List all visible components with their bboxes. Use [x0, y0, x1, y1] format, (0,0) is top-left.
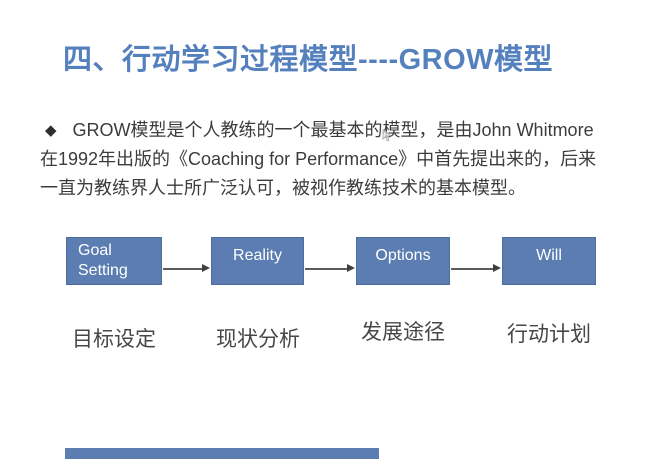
mouse-cursor-icon: [382, 127, 393, 147]
label-goal-setting-zh: 目标设定: [72, 328, 156, 351]
arrow-head: [493, 264, 501, 272]
label-will-zh: 行动计划: [507, 323, 591, 346]
slide-title: 四、行动学习过程模型----GROW模型: [63, 44, 554, 76]
arrow-head: [202, 264, 210, 272]
flow-box-goal-setting: Goal Setting: [66, 237, 162, 285]
arrow-right-icon: [305, 264, 355, 273]
label-reality-zh: 现状分析: [216, 328, 300, 351]
intro-paragraph: ◆ GROW模型是个人教练的一个最基本的模型，是由John Whitmore 在1…: [40, 116, 640, 203]
diamond-bullet-icon: ◆: [45, 122, 57, 139]
bottom-partial-shape: [65, 448, 379, 459]
arrow-shaft: [163, 268, 203, 270]
paragraph-line-2: 在1992年出版的《Coaching for Performance》中首先提出…: [40, 149, 597, 169]
arrow-head: [347, 264, 355, 272]
arrow-shaft: [451, 268, 494, 270]
flow-box-will: Will: [502, 237, 596, 285]
arrow-right-icon: [163, 264, 210, 273]
flow-box-options: Options: [356, 237, 450, 285]
paragraph-line-1: ◆ GROW模型是个人教练的一个最基本的模型，是由John Whitmore: [40, 116, 640, 145]
arrow-shaft: [305, 268, 348, 270]
paragraph-line-1-text: GROW模型是个人教练的一个最基本的模型，是由John Whitmore: [72, 120, 594, 140]
paragraph-line-3: 一直为教练界人士所广泛认可，被视作教练技术的基本模型。: [40, 178, 526, 198]
label-options-zh: 发展途径: [361, 321, 445, 344]
arrow-right-icon: [451, 264, 501, 273]
flow-box-reality: Reality: [211, 237, 304, 285]
